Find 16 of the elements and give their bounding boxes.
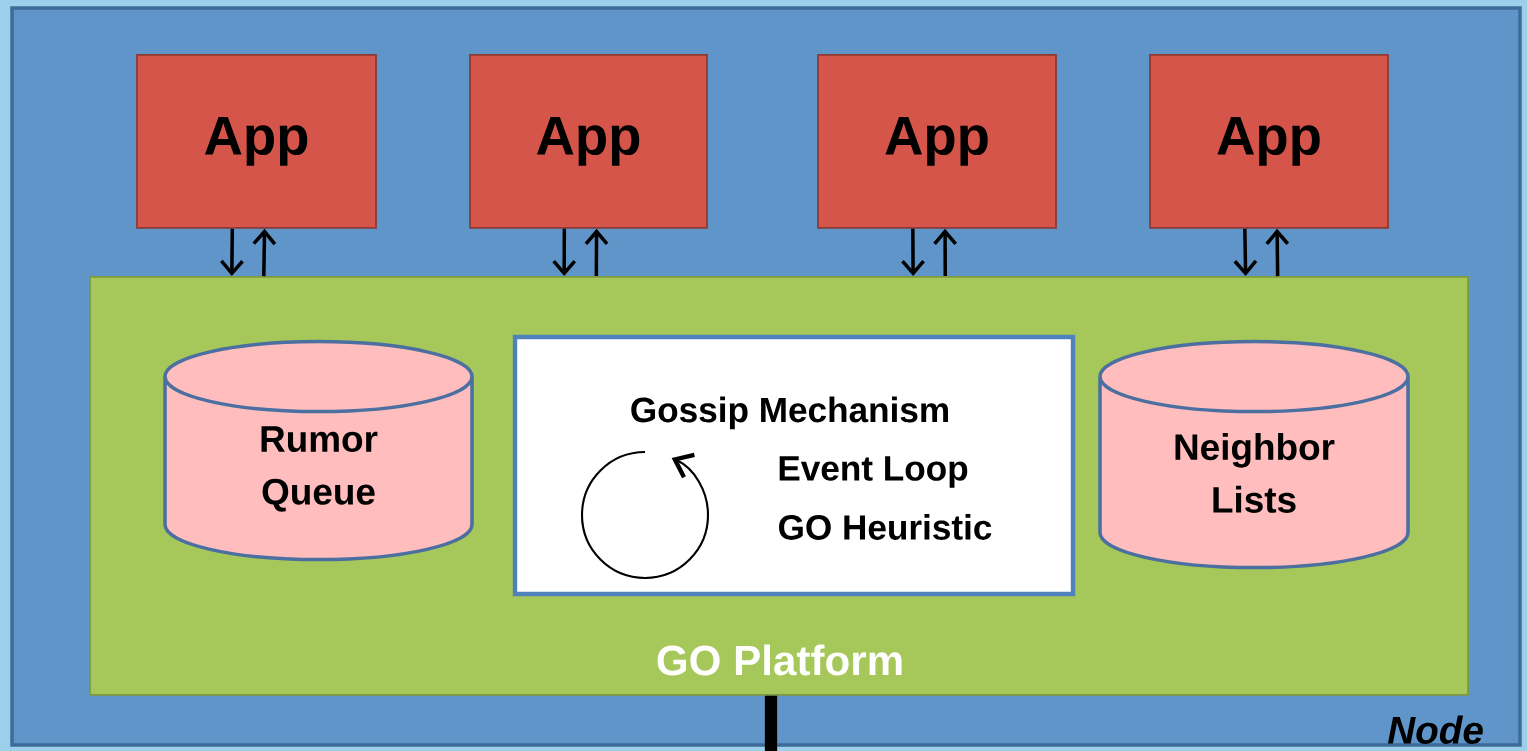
database-cylinder: Neighbor Lists (1098, 339, 1410, 570)
process-box: Gossip Mechanism Event Loop GO Heuristic (512, 334, 1076, 597)
arrow (552, 228, 577, 277)
arrow (252, 228, 277, 277)
arrow (901, 228, 925, 277)
database-cylinder: Rumor Queue (163, 339, 474, 562)
arrow (584, 228, 609, 277)
app-box: App (469, 54, 708, 229)
app-box: App (1149, 54, 1389, 229)
arrow (1233, 228, 1258, 277)
arrow (1265, 228, 1290, 277)
app-box: App (136, 54, 377, 229)
arrow (933, 228, 957, 277)
connector-line (764, 695, 778, 751)
app-box: App (817, 54, 1057, 229)
arrow (220, 228, 244, 277)
